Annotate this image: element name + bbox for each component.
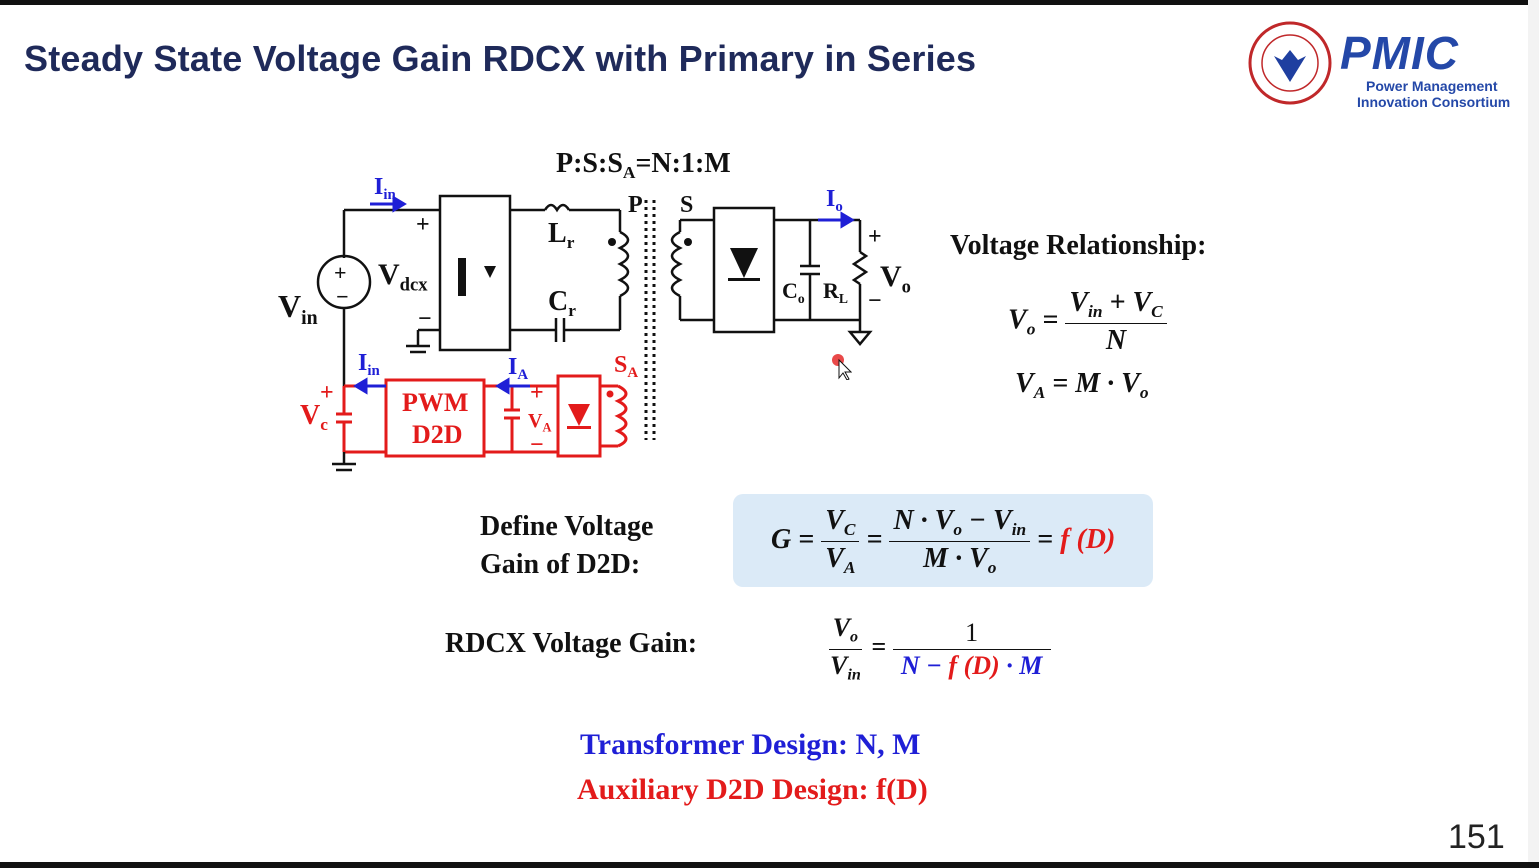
primary-label: P bbox=[628, 192, 643, 218]
v-a-minus: − bbox=[530, 432, 544, 458]
rdcx-circuit-diagram: P:S:SA=N:1:M Iin Vin + − Vdcx + − Lr Cr … bbox=[270, 148, 930, 488]
voltage-relationship-label: Voltage Relationship: bbox=[950, 230, 1207, 261]
source-plus: + bbox=[334, 260, 347, 285]
v-o-plus: + bbox=[868, 224, 882, 250]
v-o-label: Vo bbox=[880, 260, 911, 298]
define-gain-label: Define Voltage Gain of D2D: bbox=[480, 511, 654, 580]
brand-text: PMIC bbox=[1340, 27, 1459, 79]
rdcx-gain-label: RDCX Voltage Gain: bbox=[445, 628, 698, 659]
brand-line-1: Power Management bbox=[1366, 78, 1498, 94]
pmic-logo: PMIC Power Management Innovation Consort… bbox=[1244, 20, 1510, 110]
i-in-top-label: Iin bbox=[374, 174, 396, 204]
i-o-label: Io bbox=[826, 186, 843, 216]
right-edge bbox=[1528, 0, 1539, 868]
circuit-schematic bbox=[316, 194, 873, 472]
v-o-minus: − bbox=[868, 288, 882, 314]
lr-label: Lr bbox=[548, 218, 575, 253]
va-equation: VA = M · Vo bbox=[1015, 368, 1149, 403]
rl-label: RL bbox=[823, 278, 848, 306]
v-a-label: VA bbox=[528, 410, 552, 435]
bottom-border bbox=[0, 862, 1539, 868]
secondary-label: S bbox=[680, 192, 694, 218]
slide-title: Steady State Voltage Gain RDCX with Prim… bbox=[24, 38, 977, 79]
s-a-label: SA bbox=[614, 352, 639, 382]
transformer-design-note: Transformer Design: N, M bbox=[580, 728, 921, 761]
v-c-plus: + bbox=[320, 380, 334, 406]
co-label: Co bbox=[782, 278, 805, 306]
v-in-label: Vin bbox=[278, 288, 318, 329]
source-minus: − bbox=[336, 284, 349, 309]
d2d-label: D2D bbox=[412, 420, 463, 449]
top-border bbox=[0, 0, 1539, 5]
cr-label: Cr bbox=[548, 286, 576, 321]
auxiliary-design-note: Auxiliary D2D Design: f(D) bbox=[577, 773, 928, 806]
v-dcx-minus: − bbox=[418, 306, 432, 332]
mouse-pointer-icon bbox=[832, 354, 852, 380]
zju-seal-icon bbox=[1248, 21, 1332, 105]
v-dcx-label: Vdcx bbox=[378, 258, 428, 296]
v-a-plus: + bbox=[530, 380, 544, 406]
page-number: 151 bbox=[1448, 818, 1505, 856]
v-c-label: Vc bbox=[300, 400, 328, 435]
pwm-label: PWM bbox=[402, 388, 469, 417]
i-in-bottom-label: Iin bbox=[358, 350, 380, 380]
turns-ratio: P:S:SA=N:1:M bbox=[556, 148, 731, 183]
i-a-label: IA bbox=[508, 354, 529, 384]
brand-line-2: Innovation Consortium bbox=[1357, 94, 1511, 110]
v-dcx-plus: + bbox=[416, 212, 430, 238]
